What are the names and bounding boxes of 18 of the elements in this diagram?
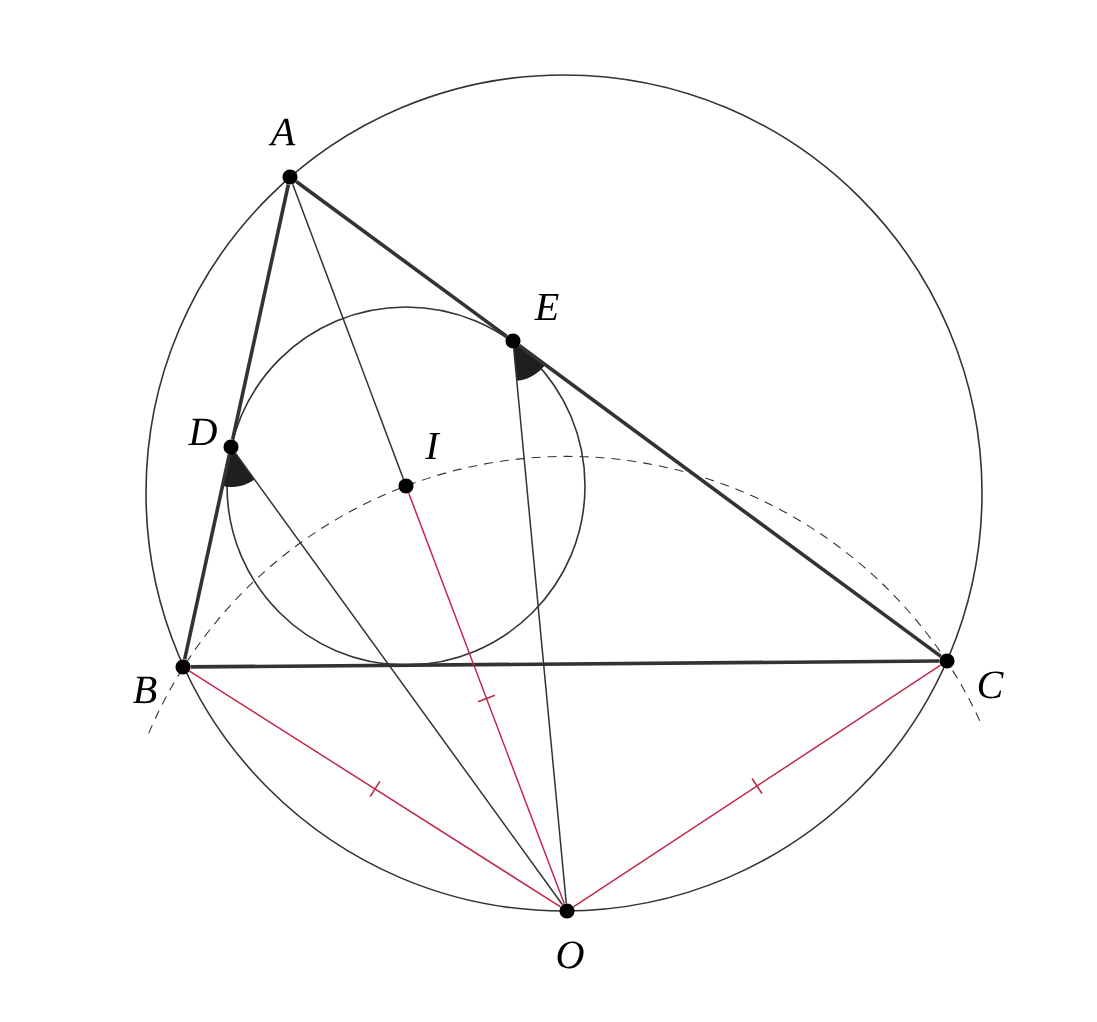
line-segment: [518, 344, 942, 658]
point-label: C: [978, 671, 1004, 699]
line-segment: [295, 180, 508, 338]
line-segment: [513, 347, 568, 905]
line-segment: [572, 664, 942, 908]
line-segment: [190, 659, 940, 669]
line-segment: [234, 452, 564, 906]
line-segment: [182, 454, 232, 660]
line-segment: [408, 492, 566, 905]
point-label: E: [534, 293, 559, 321]
point-label: B: [133, 676, 157, 704]
line-segment: [230, 184, 291, 440]
point-label: I: [425, 432, 441, 460]
point-label: A: [268, 118, 296, 146]
line-segment: [188, 670, 562, 908]
point-label: O: [557, 941, 584, 969]
line-segment: [291, 183, 405, 480]
point-label: D: [188, 418, 217, 446]
